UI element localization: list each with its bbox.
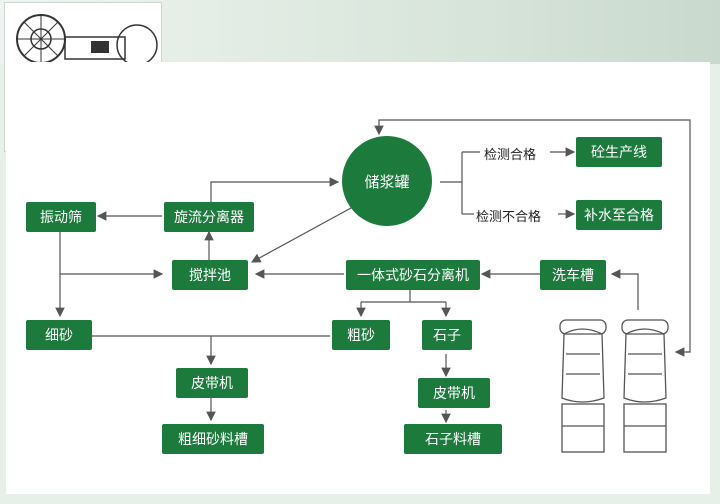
coarse-sand-node: 粗砂 bbox=[332, 320, 390, 350]
connector-lines bbox=[55, 119, 691, 424]
fine-sand-node: 细砂 bbox=[26, 320, 92, 350]
vibrating-screen-node: 振动筛 bbox=[26, 202, 96, 232]
fail-label: 检测不合格 bbox=[476, 210, 542, 225]
belt-conveyor-right-node: 皮带机 bbox=[418, 378, 490, 408]
separator-node: 一体式砂石分离机 bbox=[346, 260, 480, 290]
mixing-pool-node: 搅拌池 bbox=[172, 260, 248, 290]
flow-diagram: 储浆罐 砼生产线 补水至合格 振动筛 旋流分离器 搅拌池 一体式砂石分离机 洗车… bbox=[6, 62, 710, 494]
stone-bin-node: 石子料槽 bbox=[404, 424, 502, 454]
storage-tank-node: 储浆罐 bbox=[342, 136, 432, 226]
sand-bin-node: 粗细砂料槽 bbox=[162, 424, 264, 454]
add-water-node: 补水至合格 bbox=[576, 200, 662, 230]
wash-tank-node: 洗车槽 bbox=[540, 260, 606, 290]
mixer-truck-icon bbox=[559, 319, 669, 453]
pass-label: 检测合格 bbox=[484, 148, 537, 163]
belt-conveyor-left-node: 皮带机 bbox=[176, 368, 248, 398]
concrete-line-node: 砼生产线 bbox=[576, 137, 662, 167]
stone-node: 石子 bbox=[422, 320, 472, 350]
cyclone-node: 旋流分离器 bbox=[164, 202, 254, 232]
